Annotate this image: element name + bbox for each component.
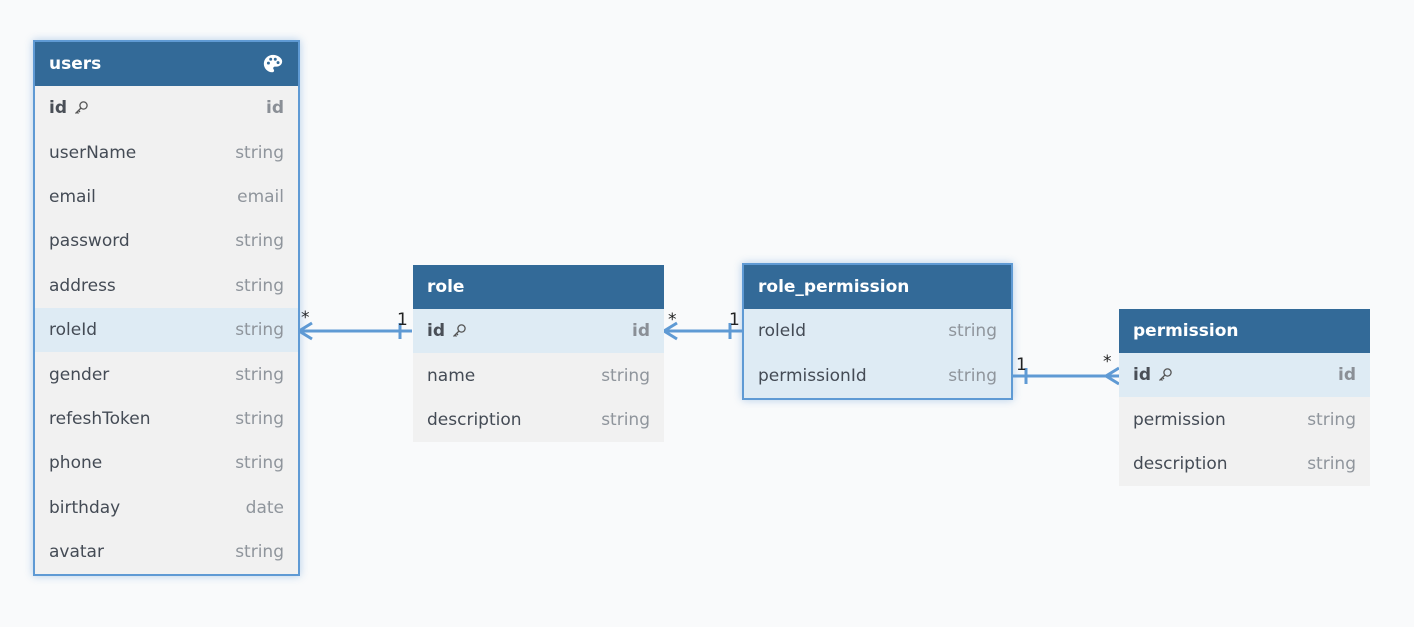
field-type: string (948, 321, 997, 342)
field-type: string (235, 231, 284, 252)
table-title: users (49, 54, 102, 74)
field-type: string (235, 542, 284, 563)
field-type: string (1307, 409, 1356, 430)
table-title: permission (1133, 321, 1239, 341)
field-type: id (1338, 365, 1356, 386)
key-icon (73, 100, 89, 116)
field-name: id (1133, 365, 1151, 386)
field-name: birthday (49, 497, 121, 518)
field-row[interactable]: userName string (35, 130, 298, 174)
field-type: string (235, 453, 284, 474)
table-header[interactable]: users (35, 42, 298, 86)
field-row[interactable]: roleId string (35, 307, 298, 353)
key-icon (451, 323, 467, 339)
field-row[interactable]: roleId string (744, 309, 1011, 354)
field-row[interactable]: description string (413, 398, 664, 442)
field-type: email (237, 186, 284, 207)
field-name: userName (49, 142, 137, 163)
field-row[interactable]: birthday date (35, 486, 298, 530)
field-name: permission (1133, 409, 1226, 430)
field-row[interactable]: email email (35, 175, 298, 219)
field-type: string (601, 365, 650, 386)
cardinality-label: * (668, 310, 677, 330)
table-role[interactable]: role id id name string description strin… (413, 265, 664, 443)
field-row[interactable]: permissionId string (744, 353, 1011, 398)
field-type: string (948, 365, 997, 386)
table-header[interactable]: permission (1119, 309, 1370, 353)
field-row[interactable]: address string (35, 264, 298, 308)
cardinality-label: 1 (397, 310, 408, 330)
field-type: string (235, 142, 284, 163)
field-name: description (427, 409, 522, 430)
field-row[interactable]: permission string (1119, 397, 1370, 441)
cardinality-label: 1 (1016, 355, 1027, 375)
relation-role-rolepermission[interactable] (661, 321, 744, 341)
field-name: email (49, 186, 96, 207)
field-name: refeshToken (49, 408, 151, 429)
field-type: string (235, 364, 284, 385)
table-users[interactable]: users id id userName str (33, 40, 300, 577)
field-type: string (235, 320, 284, 341)
field-name: gender (49, 364, 110, 385)
field-type: date (245, 497, 284, 518)
field-type: string (235, 408, 284, 429)
palette-icon[interactable] (262, 53, 284, 75)
field-name: name (427, 365, 476, 386)
field-name: roleId (49, 320, 98, 341)
field-name: address (49, 275, 116, 296)
field-row[interactable]: id id (1119, 353, 1370, 398)
field-row[interactable]: name string (413, 353, 664, 397)
cardinality-label: * (301, 308, 310, 328)
field-name: password (49, 231, 130, 252)
field-name: permissionId (758, 365, 867, 386)
table-title: role_permission (758, 277, 910, 297)
relation-users-role[interactable] (296, 321, 412, 341)
table-role-permission[interactable]: role_permission roleId string permission… (742, 263, 1013, 400)
field-name: description (1133, 453, 1228, 474)
field-row[interactable]: id id (35, 86, 298, 130)
relation-rolepermission-permission[interactable] (1013, 366, 1120, 386)
field-type: id (632, 321, 650, 342)
field-name: id (49, 98, 67, 119)
table-header[interactable]: role_permission (744, 265, 1011, 309)
field-row[interactable]: id id (413, 309, 664, 354)
field-type: string (235, 275, 284, 296)
field-type: string (1307, 453, 1356, 474)
field-row[interactable]: gender string (35, 352, 298, 396)
field-name: id (427, 321, 445, 342)
field-name: phone (49, 453, 103, 474)
cardinality-label: 1 (729, 310, 740, 330)
table-title: role (427, 277, 465, 297)
field-row[interactable]: refeshToken string (35, 397, 298, 441)
table-header[interactable]: role (413, 265, 664, 309)
key-icon (1157, 367, 1173, 383)
cardinality-label: * (1103, 352, 1112, 372)
field-row[interactable]: password string (35, 219, 298, 263)
table-permission[interactable]: permission id id permission string descr… (1119, 309, 1370, 487)
field-row[interactable]: phone string (35, 441, 298, 485)
field-type: id (266, 98, 284, 119)
field-row[interactable]: description string (1119, 442, 1370, 486)
field-row[interactable]: avatar string (35, 530, 298, 574)
field-name: roleId (758, 321, 807, 342)
field-name: avatar (49, 542, 104, 563)
field-type: string (601, 409, 650, 430)
